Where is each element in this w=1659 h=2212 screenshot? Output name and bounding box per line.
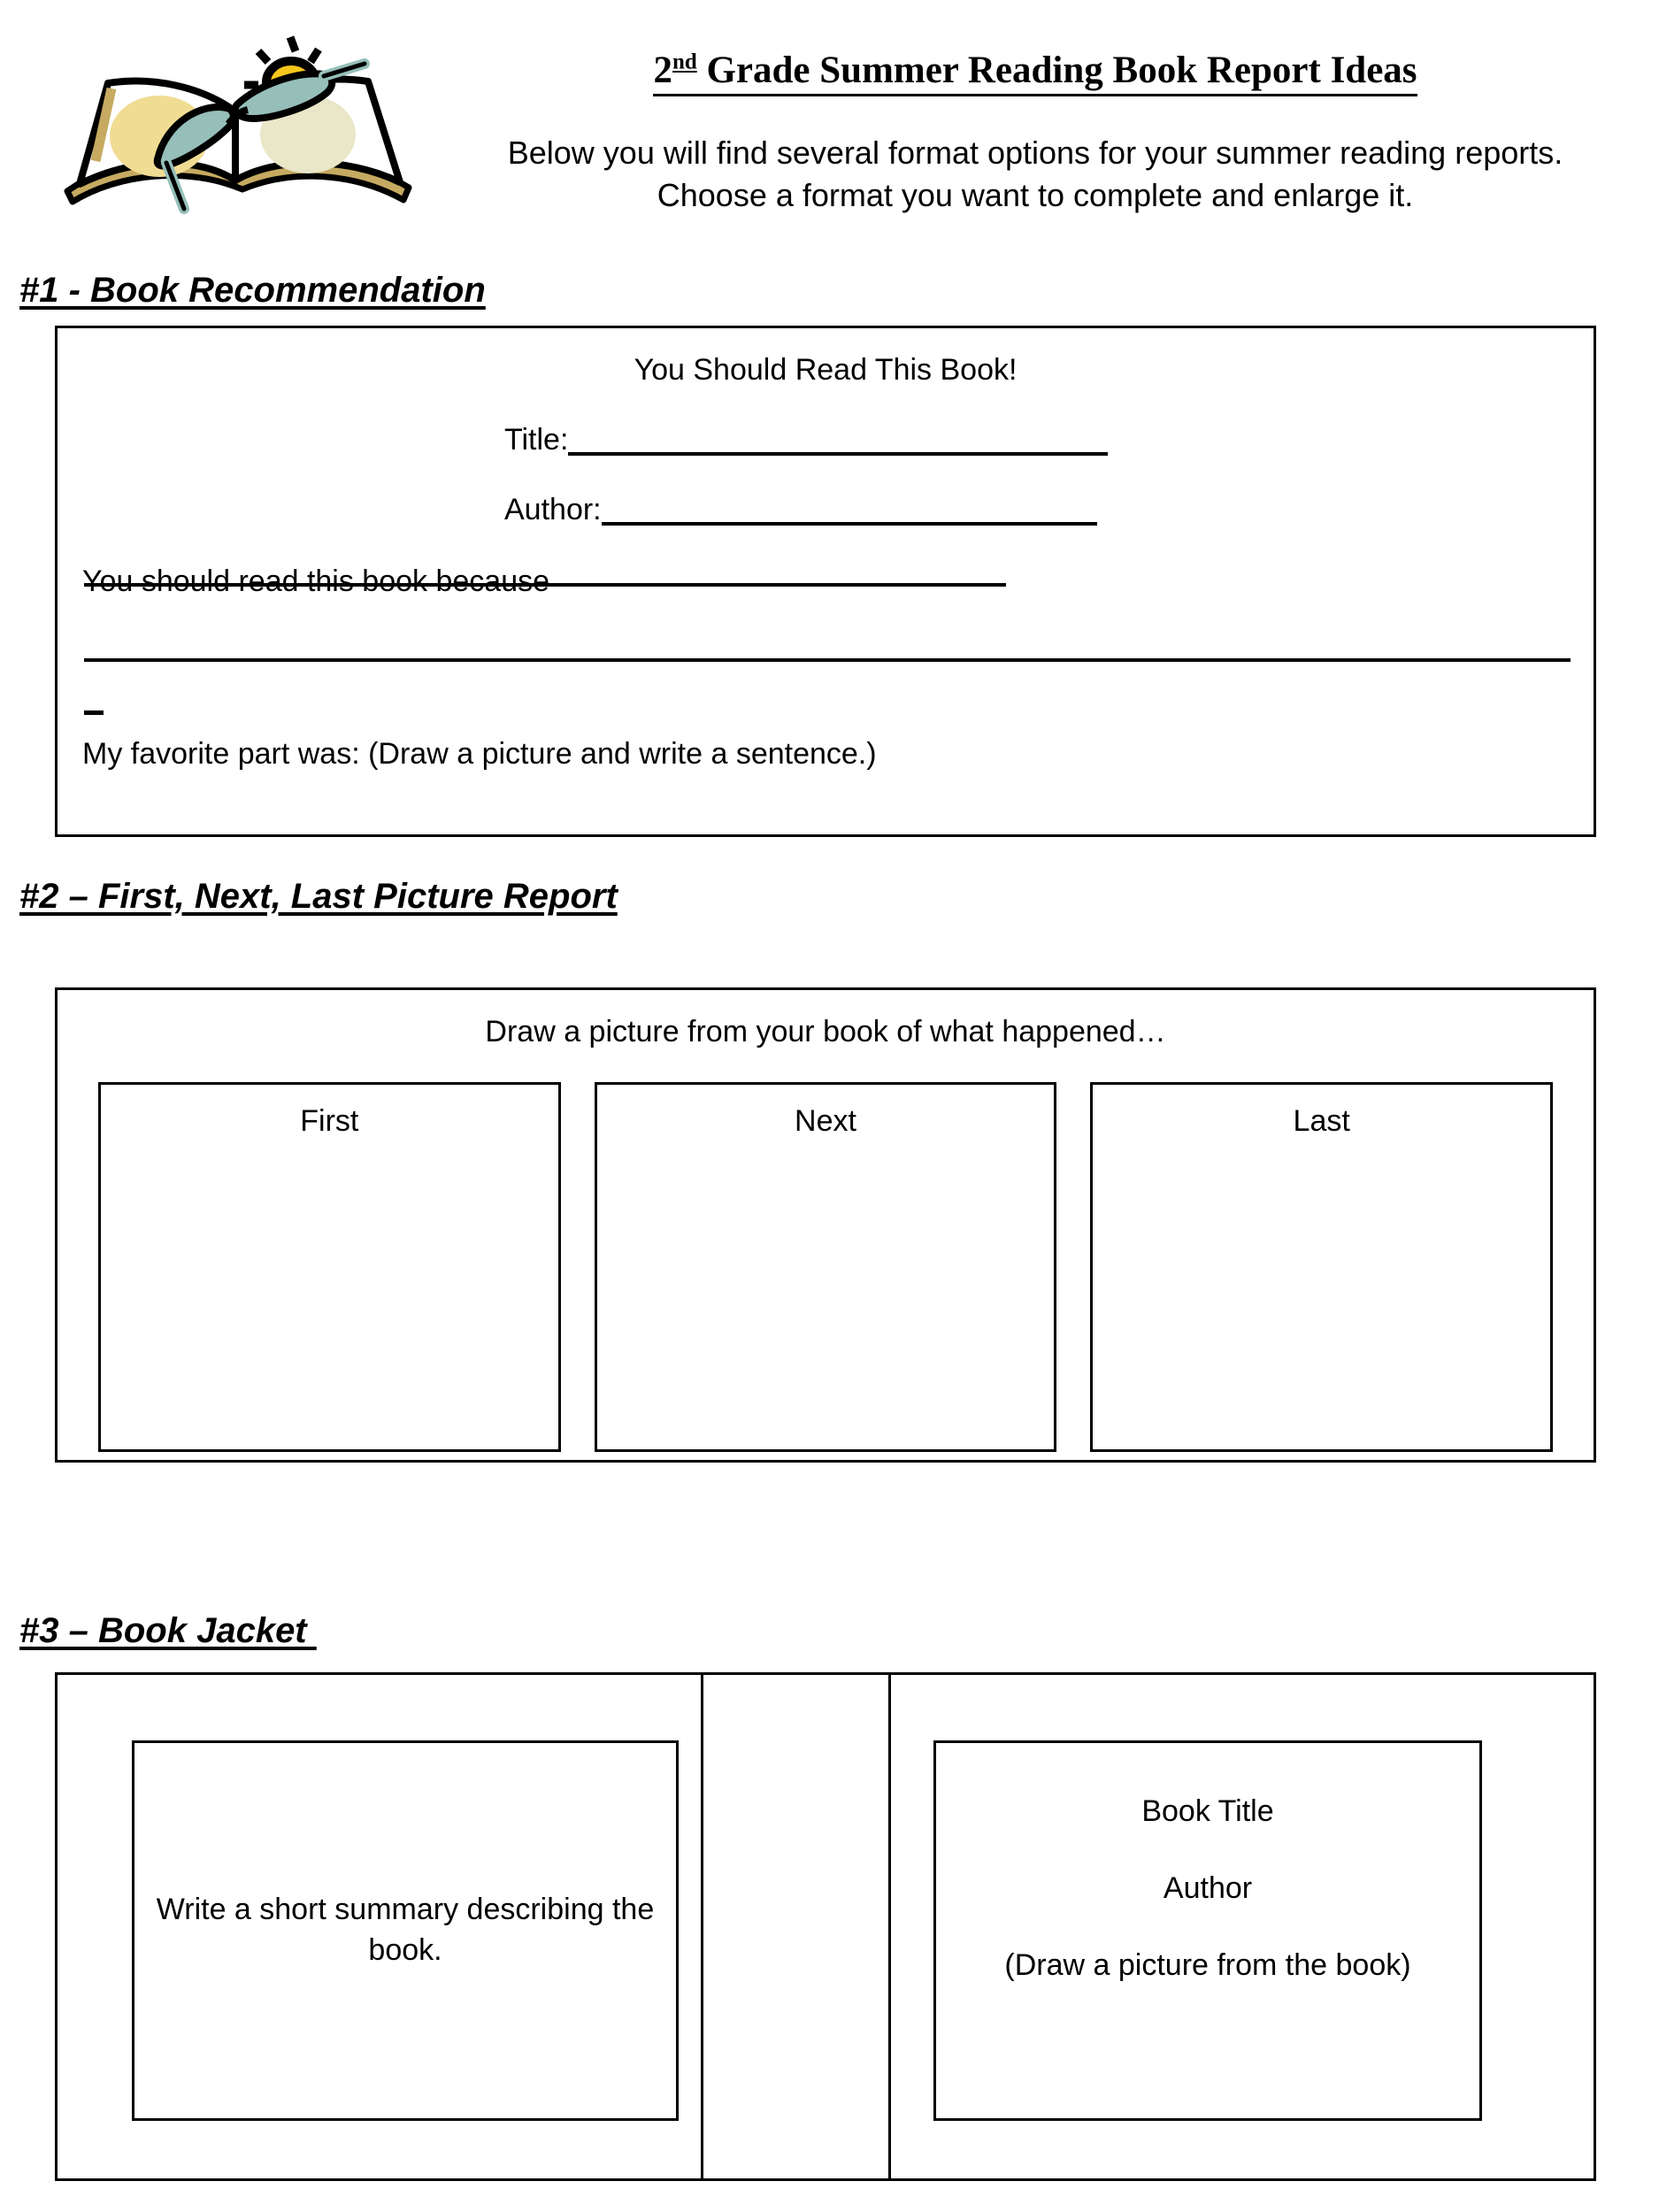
book-recommendation-title: You Should Read This Book!: [634, 353, 1018, 387]
section-first-next-last: #2 – First, Next, Last Picture Report Dr…: [0, 872, 1659, 1463]
jacket-spine: [703, 1675, 891, 2178]
title-rest: Grade Summer Reading Book Report Ideas: [706, 50, 1417, 91]
title-block: 2nd Grade Summer Reading Book Report Ide…: [460, 49, 1610, 216]
drawing-panel-last[interactable]: Last: [1090, 1082, 1554, 1452]
summary-panel[interactable]: Write a short summary describing the boo…: [132, 1740, 679, 2121]
jacket-columns: Write a short summary describing the boo…: [58, 1675, 1594, 2178]
sunglasses-icon: [153, 58, 370, 214]
page-title: 2nd Grade Summer Reading Book Report Ide…: [653, 49, 1417, 96]
section-3-heading: #3 – Book Jacket: [19, 1611, 317, 1650]
book-jacket-box: Write a short summary describing the boo…: [55, 1672, 1596, 2181]
first-next-last-box: Draw a picture from your book of what ha…: [55, 987, 1596, 1463]
title-field-row: Title:: [58, 423, 1594, 457]
because-write-in-line-3[interactable]: [84, 710, 104, 715]
title-ordinal: nd: [672, 50, 697, 74]
because-write-in-line-1[interactable]: [84, 583, 1006, 587]
favorite-part-prompt: My favorite part was: (Draw a picture an…: [82, 737, 877, 771]
because-write-in-line-2[interactable]: [84, 658, 1571, 662]
author-write-in-line[interactable]: [601, 522, 1097, 526]
drawing-panel-next[interactable]: Next: [594, 1082, 1057, 1452]
book-recommendation-box: You Should Read This Book! Title: Author…: [55, 326, 1596, 837]
title-write-in-line[interactable]: [568, 452, 1109, 456]
page-header: 2nd Grade Summer Reading Book Report Ide…: [0, 0, 1659, 257]
section-book-recommendation: #1 - Book Recommendation You Should Read…: [0, 265, 1659, 837]
because-prompt: You should read this book because: [82, 565, 550, 598]
author-field-label: Author:: [504, 493, 602, 526]
section-2-heading: #2 – First, Next, Last Picture Report: [19, 877, 618, 916]
title-number: 2: [653, 50, 672, 91]
author-field-row: Author:: [58, 493, 1594, 527]
cover-panel[interactable]: Book Title Author (Draw a picture from t…: [933, 1740, 1482, 2121]
section-book-jacket: #3 – Book Jacket Write a short summary d…: [0, 1606, 1659, 2181]
section-1-heading-row: #1 - Book Recommendation: [0, 265, 1659, 311]
jacket-front-cover-area: Book Title Author (Draw a picture from t…: [891, 1675, 1594, 2178]
cover-book-title-label: Book Title: [1141, 1794, 1274, 1828]
cover-draw-picture-label: (Draw a picture from the book): [1004, 1948, 1411, 1982]
drawing-panels: First Next Last: [98, 1082, 1554, 1452]
open-book-with-sunglasses-and-sun-icon: [53, 27, 425, 239]
intro-paragraph: Below you will find several format optio…: [507, 134, 1563, 213]
drawing-panel-first[interactable]: First: [98, 1082, 561, 1452]
cover-author-label: Author: [1163, 1871, 1253, 1905]
draw-picture-caption: Draw a picture from your book of what ha…: [485, 1015, 1166, 1048]
section-1-heading: #1 - Book Recommendation: [19, 271, 486, 310]
section-2-heading-row: #2 – First, Next, Last Picture Report: [0, 872, 1659, 917]
section-3-heading-row: #3 – Book Jacket: [0, 1606, 1659, 1651]
title-field-label: Title:: [504, 423, 569, 457]
jacket-flap-left: Write a short summary describing the boo…: [58, 1675, 703, 2178]
